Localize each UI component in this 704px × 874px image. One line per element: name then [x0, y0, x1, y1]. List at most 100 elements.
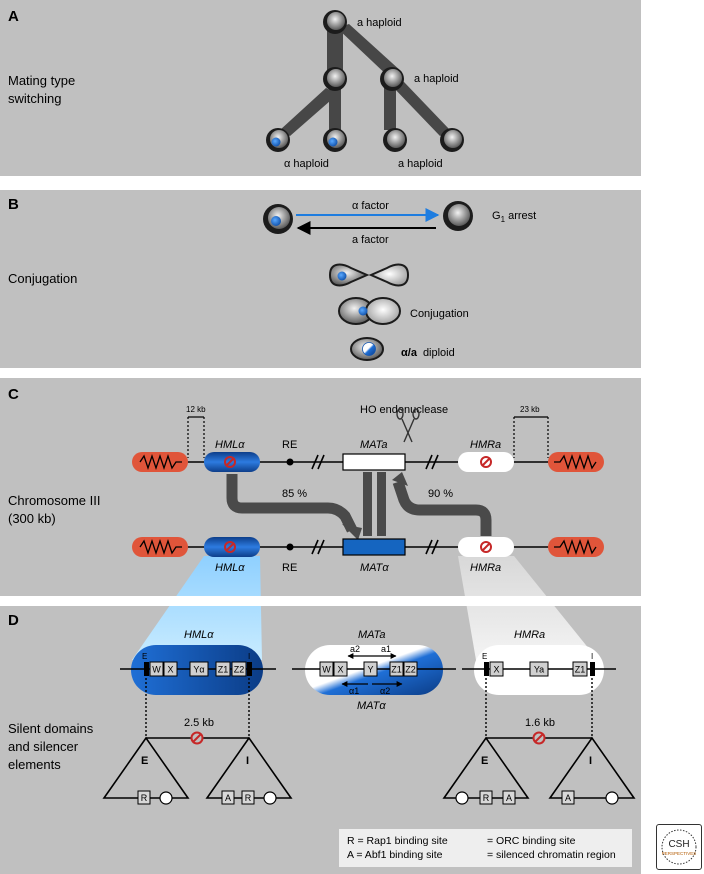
- legend-r: R = Rap1 binding site: [347, 835, 448, 847]
- hml-locus-top: [204, 452, 260, 472]
- shmoo-pair: [328, 263, 410, 287]
- panel-b-letter: B: [8, 196, 19, 213]
- panel-a: [0, 0, 641, 176]
- hml-box-1: W: [149, 661, 164, 677]
- mata-label-top: MATa: [360, 439, 388, 451]
- mata-box-top: [342, 453, 406, 471]
- hml-box-3: Yα: [189, 661, 209, 677]
- d-hml-title: HMLα: [184, 629, 214, 641]
- panel-gap: [0, 596, 641, 606]
- label-a-haploid-top: a haploid: [357, 17, 402, 29]
- pct85-label: 85 %: [282, 488, 307, 500]
- hml-e-rap1-site: R: [137, 790, 151, 805]
- hml-box-2: X: [163, 661, 178, 677]
- re-dot-bottom: [286, 543, 294, 551]
- legend-a: A = Abf1 binding site: [347, 849, 443, 861]
- hml-i-rap1-site: R: [241, 790, 255, 805]
- panel-b: [0, 190, 641, 368]
- cell-a-2: [440, 128, 464, 152]
- ho-endonuclease-label: HO endonuclease: [360, 404, 448, 416]
- cell-alpha-conj: [263, 204, 293, 234]
- hml-box-5: Z2: [231, 661, 247, 677]
- pct90-label: 90 %: [428, 488, 453, 500]
- matalpha-label-bottom: MATα: [360, 562, 389, 574]
- transcript-a1: a1: [381, 644, 391, 654]
- hmr-label-bottom: HMRa: [470, 562, 501, 574]
- re-dot-top: [286, 458, 294, 466]
- hml-i-abf1-site: A: [221, 790, 235, 805]
- cell-alpha-1: [266, 128, 290, 152]
- panel-d-letter: D: [8, 612, 19, 629]
- hmr-i-abf1-site: A: [561, 790, 575, 805]
- switch-arrowhead-hmr: [392, 472, 408, 486]
- svg-text:X: X: [337, 665, 343, 675]
- hmr-locus-bottom: [458, 537, 514, 557]
- tri-e-hmr: E: [481, 755, 488, 767]
- hmr-box-3: Z1: [572, 661, 588, 677]
- d-matalpha-title: MATα: [357, 700, 386, 712]
- label-a-haploid-mid: a haploid: [414, 73, 459, 85]
- cell-gen1-right: [380, 67, 404, 91]
- panel-a-letter: A: [8, 8, 19, 25]
- lineage-tree: [280, 24, 450, 136]
- hmr-label-top: HMRa: [470, 439, 501, 451]
- svg-text:PERSPECTIVES: PERSPECTIVES: [662, 851, 697, 856]
- d-hmr-e: E: [482, 652, 487, 661]
- hml-i-orc-site: [263, 791, 277, 805]
- mat-box-2: X: [333, 661, 348, 677]
- d-hmr-i: I: [591, 652, 593, 661]
- panel-c-letter: C: [8, 386, 19, 403]
- conjugation-label: Conjugation: [410, 308, 469, 320]
- hmr-box-1: X: [489, 661, 504, 677]
- svg-text:A: A: [565, 793, 571, 803]
- label-16kb: 1.6 kb: [525, 717, 555, 729]
- conjugating-cells: [338, 297, 401, 325]
- legend: R = Rap1 binding site A = Abf1 binding s…: [339, 829, 632, 867]
- telomere-right-bottom: [548, 537, 604, 557]
- bracket-23kb: [513, 416, 549, 458]
- label-25kb: 2.5 kb: [184, 717, 214, 729]
- hml-box-4: Z1: [215, 661, 231, 677]
- d-hml-i: I: [248, 652, 250, 661]
- bracket-12kb: [187, 416, 205, 458]
- re-label-bottom: RE: [282, 562, 297, 574]
- mat-transcripts: [341, 653, 403, 687]
- transcript-alpha2: α2: [380, 686, 390, 696]
- svg-text:R: R: [483, 793, 490, 803]
- a-factor-label: a factor: [352, 234, 389, 246]
- svg-text:Z2: Z2: [234, 665, 245, 675]
- svg-text:Z2: Z2: [405, 665, 416, 675]
- tri-e-hml: E: [141, 755, 148, 767]
- silencer-droplines: [145, 678, 593, 738]
- cell-a-conj: [443, 201, 473, 231]
- hml-zoom-beam: [132, 556, 262, 660]
- label-23kb: 23 kb: [520, 405, 540, 414]
- hmr-box-2: Ya: [529, 661, 549, 677]
- tri-i-hml: I: [246, 755, 249, 767]
- svg-text:Z1: Z1: [391, 665, 402, 675]
- svg-text:W: W: [152, 665, 161, 675]
- telomere-left-top: [132, 452, 188, 472]
- tri-i-hmr: I: [589, 755, 592, 767]
- switch-arrow-hml: [226, 474, 357, 533]
- panel-b-title: Conjugation: [8, 271, 78, 286]
- svg-text:Y: Y: [367, 665, 373, 675]
- switch-arrowhead-hml: [342, 524, 362, 540]
- telomere-left-bottom: [132, 537, 188, 557]
- mat-link-bar-2: [377, 472, 386, 536]
- svg-text:A: A: [506, 793, 512, 803]
- svg-text:R: R: [141, 793, 148, 803]
- label-12kb: 12 kb: [186, 405, 206, 414]
- hml-e-orc-site: [159, 791, 173, 805]
- hmr-e-abf1-site: A: [502, 790, 516, 805]
- mat-box-3: Y: [363, 661, 378, 677]
- hmr-e-rap1-site: R: [479, 790, 493, 805]
- svg-text:Z1: Z1: [218, 665, 229, 675]
- cell-alpha-2: [323, 128, 347, 152]
- panel-a-title: Mating type switching: [8, 73, 76, 106]
- hmr-locus-top: [458, 452, 514, 472]
- hmr-e-orc-site: [455, 791, 469, 805]
